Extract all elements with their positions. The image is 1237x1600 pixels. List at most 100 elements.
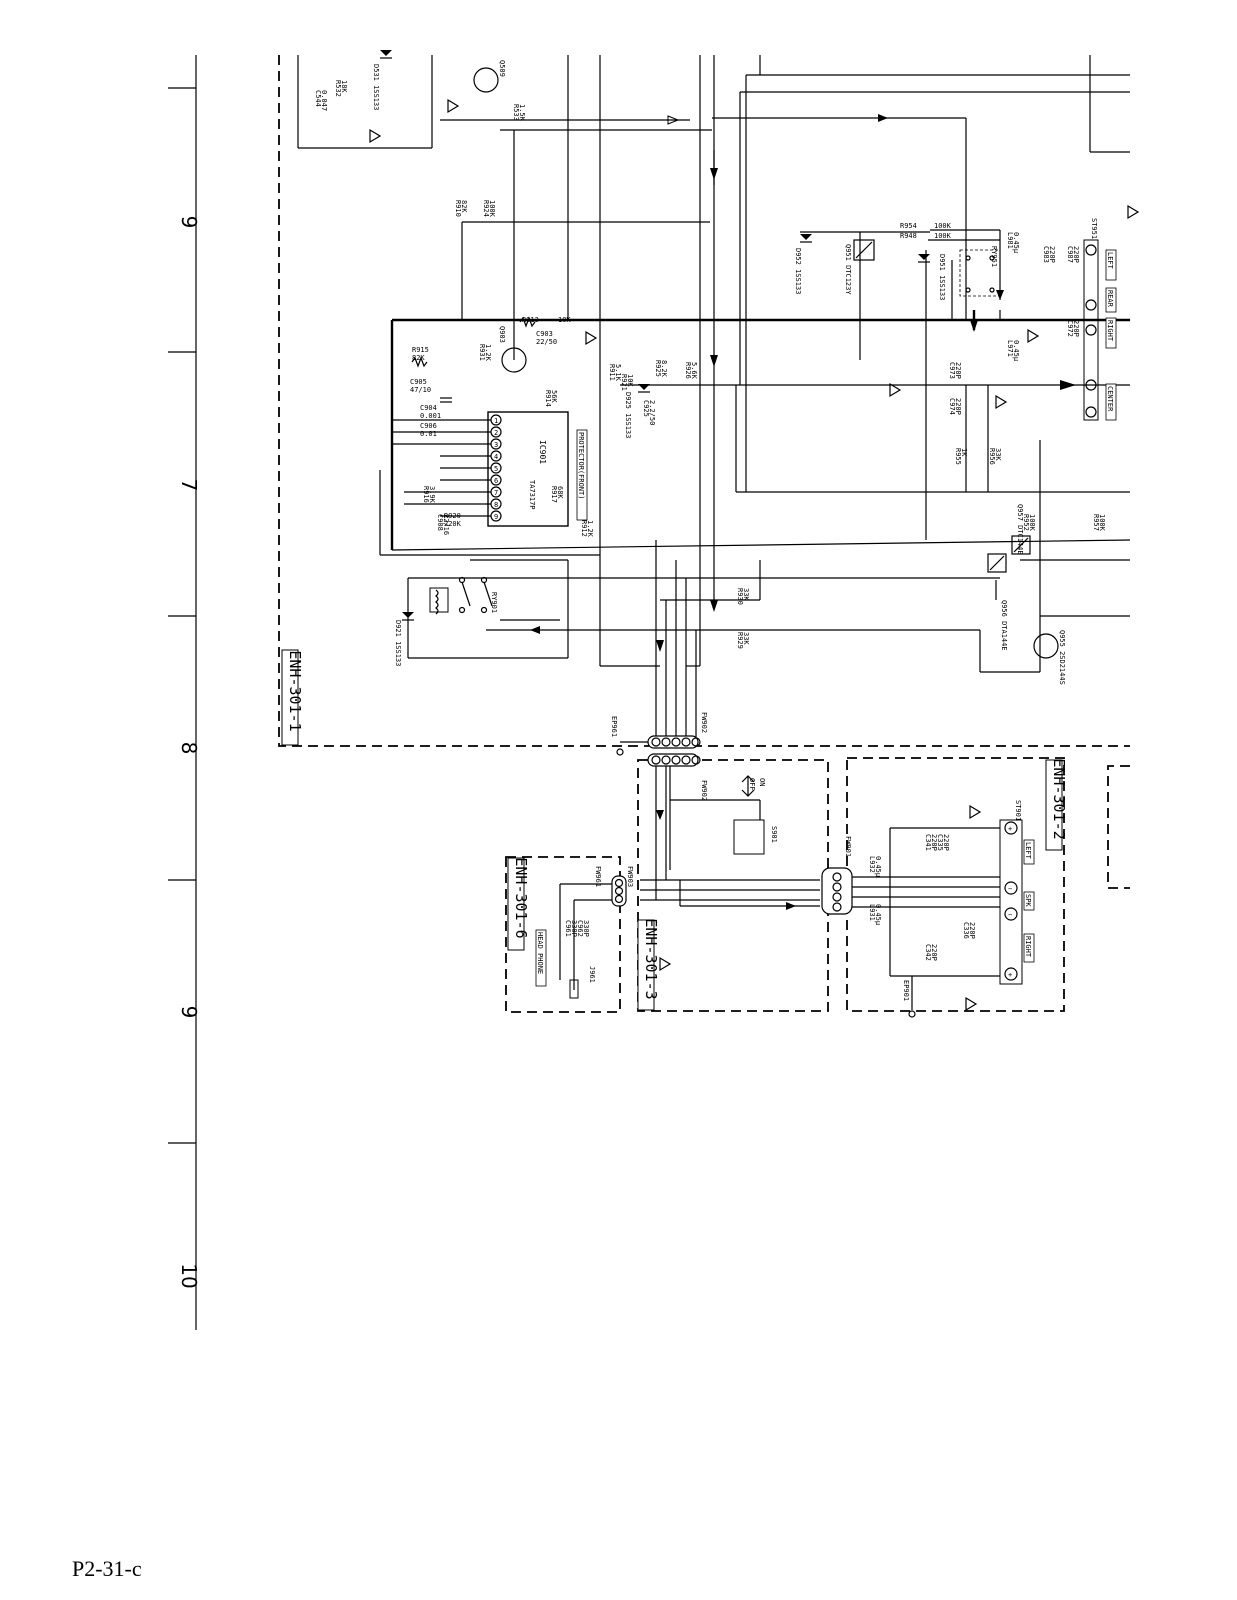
svg-text:220P: 220P bbox=[930, 944, 938, 961]
terminal-right-2: RIGHT bbox=[1024, 936, 1032, 958]
svg-text:C336: C336 bbox=[962, 922, 970, 939]
svg-text:0.047: 0.047 bbox=[320, 90, 328, 111]
svg-text:R916: R916 bbox=[422, 486, 430, 503]
svg-text:D952 1SS133: D952 1SS133 bbox=[794, 248, 802, 294]
svg-text:R931: R931 bbox=[478, 344, 486, 361]
svg-text:R957: R957 bbox=[1092, 514, 1100, 531]
ic-ref: IC901 bbox=[538, 440, 547, 464]
svg-text:220P: 220P bbox=[954, 398, 962, 415]
switch-s901: S901 ON OFF bbox=[669, 766, 778, 870]
svg-text:ST951: ST951 bbox=[1090, 218, 1098, 239]
svg-text:0.45μ: 0.45μ bbox=[874, 904, 882, 926]
svg-text:Q957 DTC144E: Q957 DTC144E bbox=[1016, 504, 1024, 555]
svg-text:FW902: FW902 bbox=[700, 712, 708, 733]
warning-icon bbox=[585, 330, 598, 346]
speaker-terminals: + − − + ST901 LEFT SPK RIGHT EP901 bbox=[852, 800, 1035, 1018]
grid-ruler: 9 7 8 9 10 bbox=[168, 55, 201, 1330]
svg-text:Q509: Q509 bbox=[498, 60, 506, 77]
svg-text:0.45μ: 0.45μ bbox=[1012, 340, 1020, 362]
svg-text:5.6K: 5.6K bbox=[690, 362, 698, 380]
svg-text:C342: C342 bbox=[924, 944, 932, 961]
svg-text:330P: 330P bbox=[582, 920, 590, 937]
transistor-q955 bbox=[1033, 633, 1059, 659]
ic-pin-1: 1 bbox=[494, 417, 498, 425]
svg-text:2.2/50: 2.2/50 bbox=[648, 400, 656, 425]
diode-d925 bbox=[638, 384, 650, 393]
svg-text:0.45μ: 0.45μ bbox=[874, 856, 882, 878]
svg-text:C961: C961 bbox=[564, 920, 572, 937]
page-id: P2-31-c bbox=[72, 1556, 142, 1581]
svg-text:R954: R954 bbox=[900, 222, 917, 230]
svg-text:10K: 10K bbox=[626, 374, 634, 387]
wiring-enh-301-3: FW903 bbox=[626, 766, 820, 910]
svg-text:1.2K: 1.2K bbox=[586, 520, 594, 538]
terminal-rear: REAR bbox=[1106, 290, 1114, 308]
svg-text:Q955 2SD2144S: Q955 2SD2144S bbox=[1058, 630, 1066, 685]
svg-text:J961: J961 bbox=[588, 966, 596, 983]
board-enh-301-1: ENH-301-1 bbox=[278, 55, 1130, 747]
grid-number-7: 7 bbox=[177, 479, 201, 492]
svg-text:FW961: FW961 bbox=[594, 866, 602, 887]
board-label-enh-301-2: ENH-301-2 bbox=[1050, 758, 1068, 839]
svg-text:68K: 68K bbox=[556, 486, 564, 499]
connector-ep961: EP961 bbox=[610, 716, 648, 756]
diode-d952 bbox=[800, 234, 812, 243]
wiring-main bbox=[297, 55, 1131, 740]
svg-text:R930: R930 bbox=[736, 588, 744, 605]
svg-text:82K: 82K bbox=[460, 200, 468, 213]
svg-text:L971: L971 bbox=[1006, 340, 1014, 357]
warning-icon bbox=[889, 382, 902, 398]
svg-text:EP961: EP961 bbox=[610, 716, 618, 737]
svg-text:Q903: Q903 bbox=[498, 326, 506, 343]
svg-text:C341: C341 bbox=[924, 834, 932, 851]
svg-text:10K: 10K bbox=[558, 316, 571, 324]
svg-text:82K: 82K bbox=[412, 354, 425, 362]
svg-text:220P: 220P bbox=[930, 834, 938, 851]
ic-pin-2: 2 bbox=[494, 429, 498, 437]
svg-text:R925: R925 bbox=[654, 360, 662, 377]
svg-text:C925: C925 bbox=[642, 400, 650, 417]
terminal-strip-st951: ST951 LEFT REAR RIGHT CENTER bbox=[1060, 218, 1117, 421]
svg-text:R532: R532 bbox=[334, 80, 342, 97]
svg-text:220K: 220K bbox=[444, 520, 462, 528]
svg-text:100K: 100K bbox=[1098, 514, 1106, 532]
svg-text:220P: 220P bbox=[1072, 320, 1080, 337]
svg-text:R924: R924 bbox=[482, 200, 490, 217]
ic-pin-5: 5 bbox=[494, 465, 498, 473]
relay-ry951: RY951 bbox=[959, 246, 1001, 297]
ic-ic901: 1 2 3 4 5 6 7 8 9 IC901 TA7317P bbox=[392, 411, 569, 527]
board-label-enh-301-3: ENH-301-3 bbox=[642, 918, 660, 999]
svg-text:L981: L981 bbox=[1006, 232, 1014, 249]
svg-text:−: − bbox=[1008, 911, 1012, 919]
terminal-spk: SPK bbox=[1024, 894, 1032, 907]
svg-text:33K: 33K bbox=[742, 632, 750, 645]
svg-text:PROTECTOR(FRONT): PROTECTOR(FRONT) bbox=[577, 432, 585, 499]
svg-text:C544: C544 bbox=[314, 90, 322, 107]
svg-text:R952: R952 bbox=[1022, 514, 1030, 531]
warning-icon bbox=[659, 956, 672, 972]
svg-text:8.2K: 8.2K bbox=[660, 360, 668, 378]
svg-text:R910: R910 bbox=[454, 200, 462, 217]
warning-triangles bbox=[369, 98, 1140, 1012]
svg-text:R911: R911 bbox=[608, 364, 616, 381]
warning-icon bbox=[1027, 328, 1040, 344]
svg-text:R917: R917 bbox=[550, 486, 558, 503]
svg-text:C983: C983 bbox=[1042, 246, 1050, 263]
resistor-r913 bbox=[519, 316, 536, 328]
svg-text:L931: L931 bbox=[868, 904, 876, 921]
svg-text:R948: R948 bbox=[900, 232, 917, 240]
svg-text:33K: 33K bbox=[742, 588, 750, 601]
svg-text:220P: 220P bbox=[942, 834, 950, 851]
grid-number-8: 8 bbox=[177, 742, 201, 755]
svg-text:FW901: FW901 bbox=[844, 836, 852, 857]
svg-text:FW902: FW902 bbox=[700, 780, 708, 801]
terminal-left-2: LEFT bbox=[1024, 842, 1032, 860]
transistor-q509 bbox=[473, 67, 499, 93]
svg-text:R921: R921 bbox=[620, 374, 628, 391]
ic-part: TA7317P bbox=[528, 480, 536, 510]
ic-pin-6: 6 bbox=[494, 477, 498, 485]
svg-text:C974: C974 bbox=[948, 398, 956, 415]
